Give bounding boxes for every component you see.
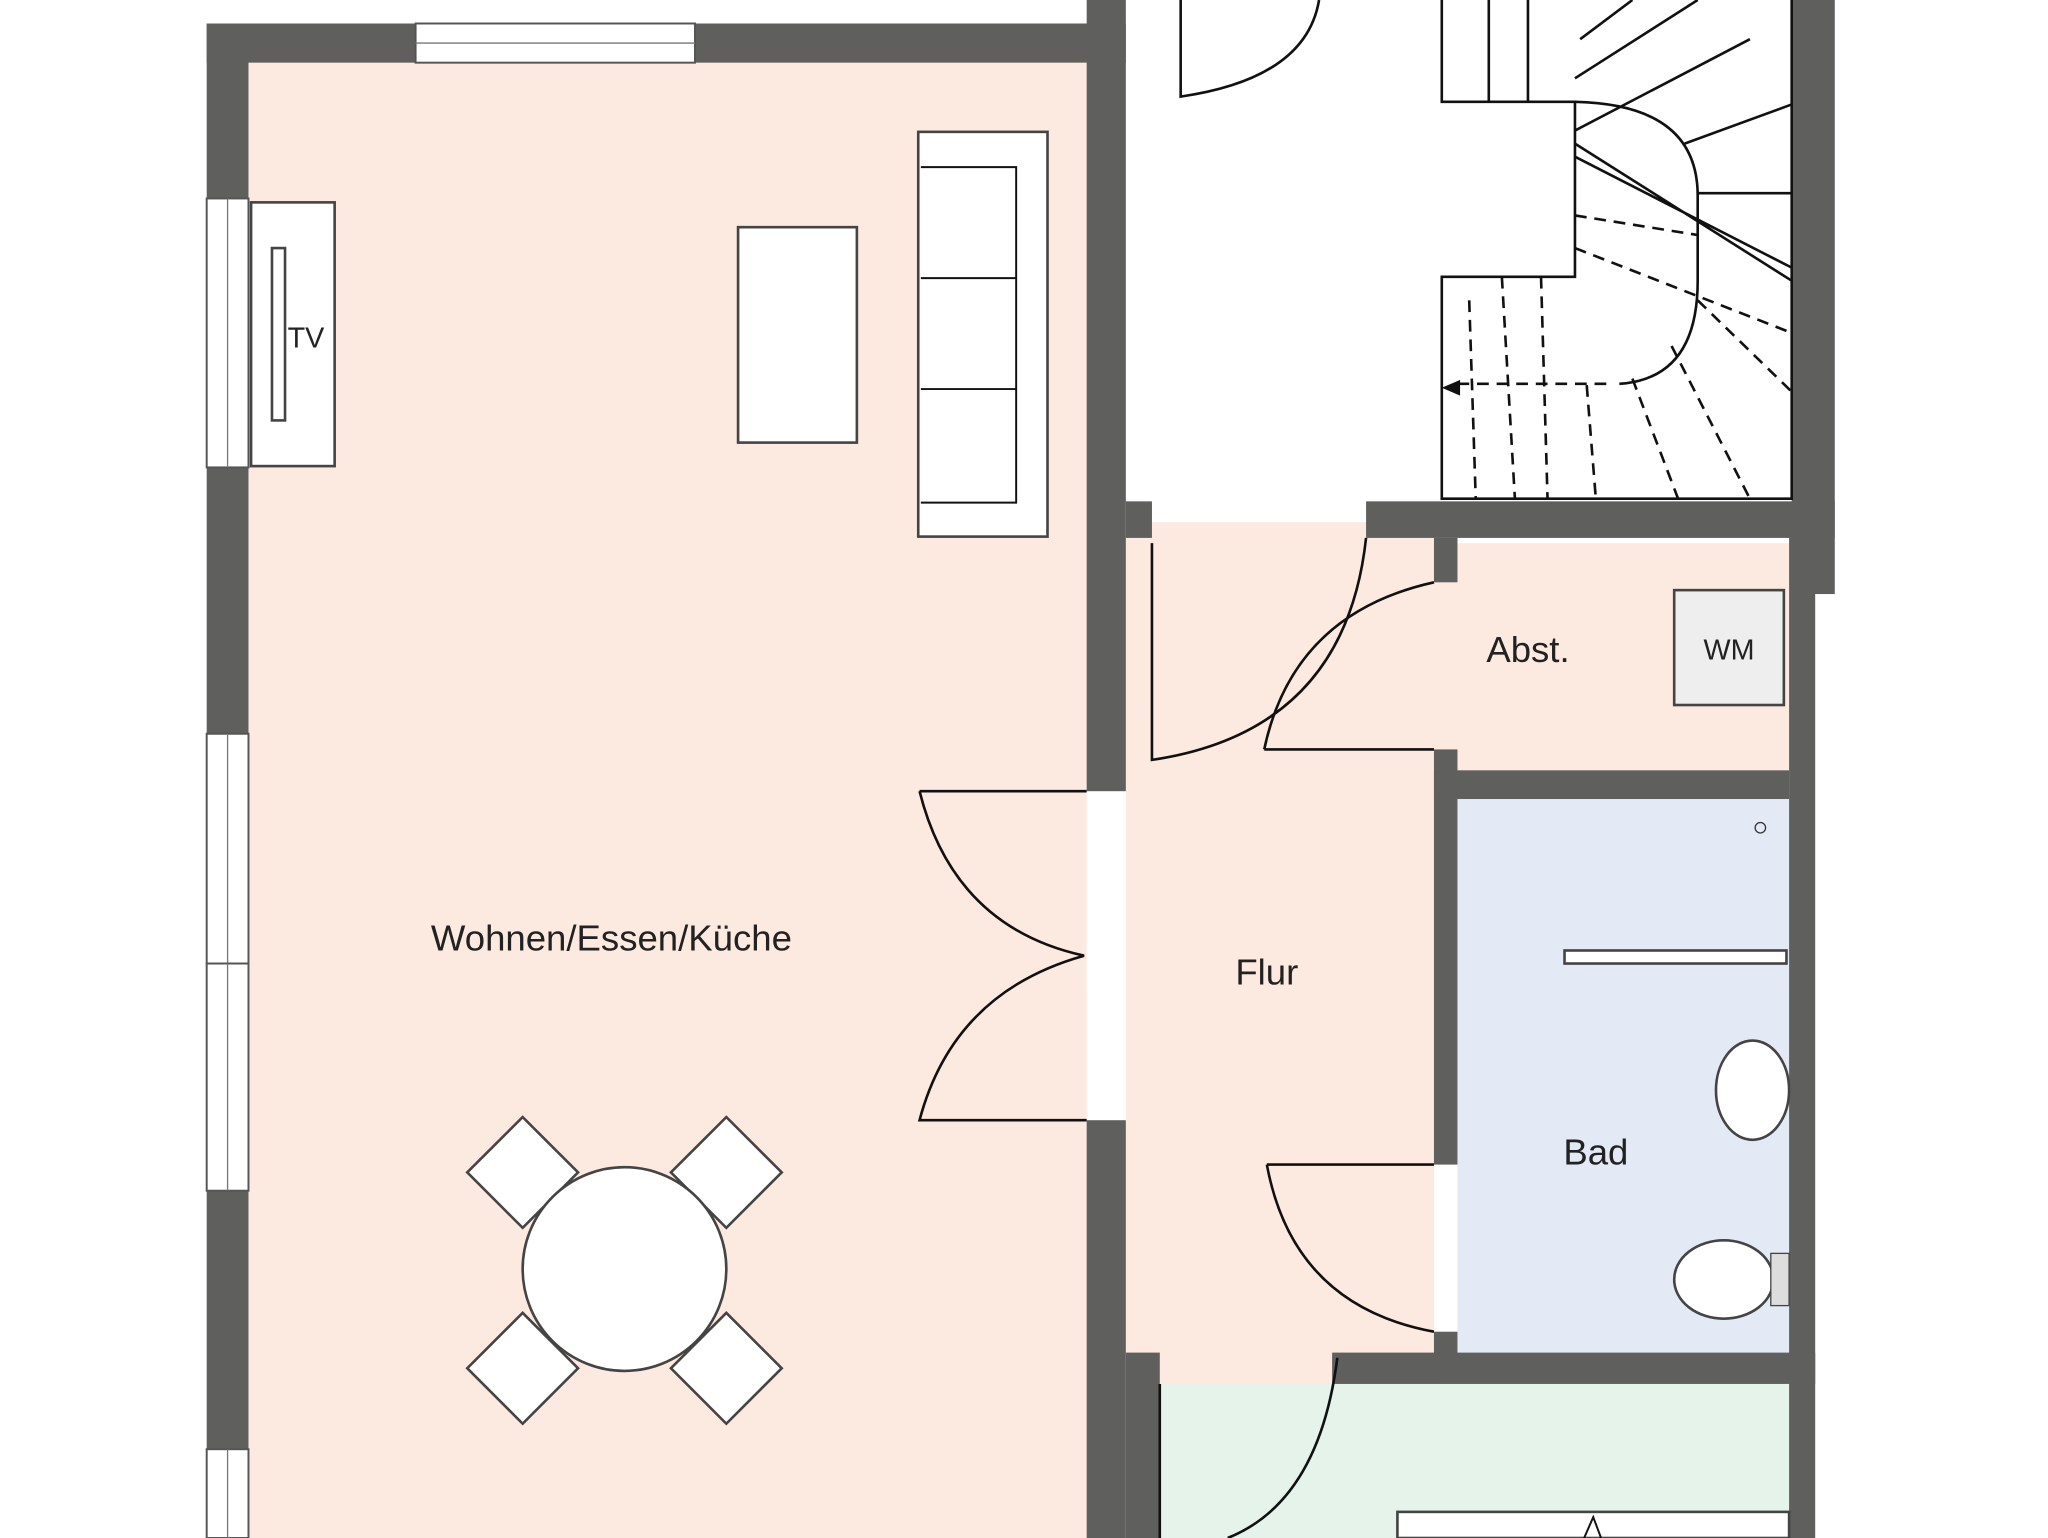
room-label-storage: Abst. <box>1486 629 1569 670</box>
room-label-hall: Flur <box>1235 951 1298 992</box>
washing-machine: WM <box>1672 588 1786 707</box>
staircase <box>1440 0 1793 501</box>
doors <box>917 0 1435 1538</box>
kitchen-counter <box>1396 1510 1791 1538</box>
sofa <box>916 130 1049 538</box>
room-label-living: Wohnen/Essen/Küche <box>431 917 792 958</box>
coffee-table <box>736 225 859 444</box>
dining-set <box>465 1115 784 1426</box>
bathroom-fixtures <box>1563 821 1791 1320</box>
room-label-bath: Bad <box>1563 1132 1628 1173</box>
tv-unit: TV <box>249 201 336 468</box>
windows <box>205 22 696 1538</box>
wm-label: WM <box>1704 634 1755 666</box>
room-hall-floor <box>1125 522 1434 1384</box>
tv-label: TV <box>288 322 326 354</box>
